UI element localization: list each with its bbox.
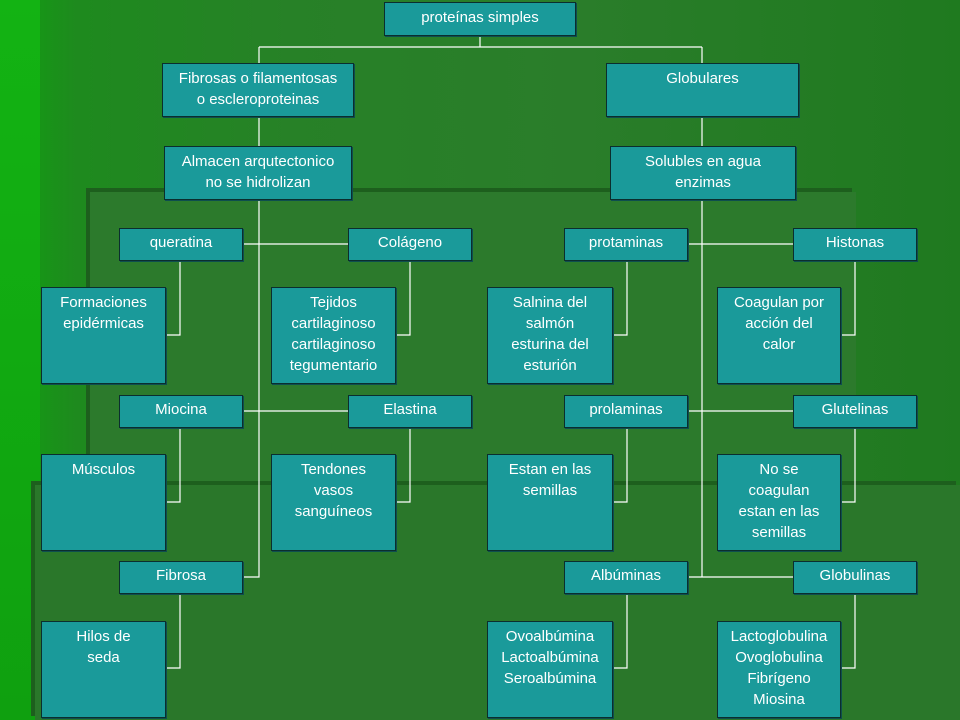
node-fibrosa: Fibrosa [119, 561, 243, 594]
node-tendones: Tendones vasos sanguíneos [271, 454, 396, 551]
node-proteinas-simples: proteínas simples [384, 2, 576, 36]
connector-queratina-formaciones [165, 260, 181, 336]
node-albuminas-list: Ovoalbúmina Lactoalbúmina Seroalbúmina [487, 621, 613, 718]
node-almacen: Almacen arqutectonico no se hidrolizan [164, 146, 352, 200]
connector-root [258, 35, 703, 63]
node-globulinas-list: Lactoglobulina Ovoglobulina Fibrígeno Mi… [717, 621, 841, 718]
node-no-coagulan: No se coagulan estan en las semillas [717, 454, 841, 551]
connector-glutelinas-nocoagulan [840, 427, 856, 503]
connector-protaminas-salnina [612, 260, 628, 336]
node-formaciones-epidermicas: Formaciones epidérmicas [41, 287, 166, 384]
connector-histonas-coagulan [840, 260, 856, 336]
connector-globulinas-lacto [840, 593, 856, 669]
node-queratina: queratina [119, 228, 243, 261]
connector-prolaminas-estan [612, 427, 628, 503]
connector-elastina-tendones [395, 427, 411, 503]
connector-miocina-musculos [165, 427, 181, 503]
connector-colageno-tejidos [395, 260, 411, 336]
background-strip [0, 0, 40, 720]
node-fibrosas: Fibrosas o filamentosas o escleroprotein… [162, 63, 354, 117]
node-estan-semillas: Estan en las semillas [487, 454, 613, 551]
node-albuminas: Albúminas [564, 561, 688, 594]
node-globulares: Globulares [606, 63, 799, 117]
node-musculos: Músculos [41, 454, 166, 551]
node-elastina: Elastina [348, 395, 472, 428]
connector-fibrous-trunk [242, 116, 260, 578]
node-prolaminas: prolaminas [564, 395, 688, 428]
node-colageno: Colágeno [348, 228, 472, 261]
node-histonas: Histonas [793, 228, 917, 261]
node-protaminas: protaminas [564, 228, 688, 261]
node-miocina: Miocina [119, 395, 243, 428]
node-coagulan-calor: Coagulan por acción del calor [717, 287, 841, 384]
node-hilos-seda: Hilos de seda [41, 621, 166, 718]
node-salnina: Salnina del salmón esturina del esturión [487, 287, 613, 384]
connector-albuminas-ovo [612, 593, 628, 669]
connector-fibrosa-hilos [165, 593, 181, 669]
node-globulinas: Globulinas [793, 561, 917, 594]
node-solubles: Solubles en agua enzimas [610, 146, 796, 200]
node-glutelinas: Glutelinas [793, 395, 917, 428]
node-tejidos: Tejidos cartilaginoso cartilaginoso tegu… [271, 287, 396, 384]
